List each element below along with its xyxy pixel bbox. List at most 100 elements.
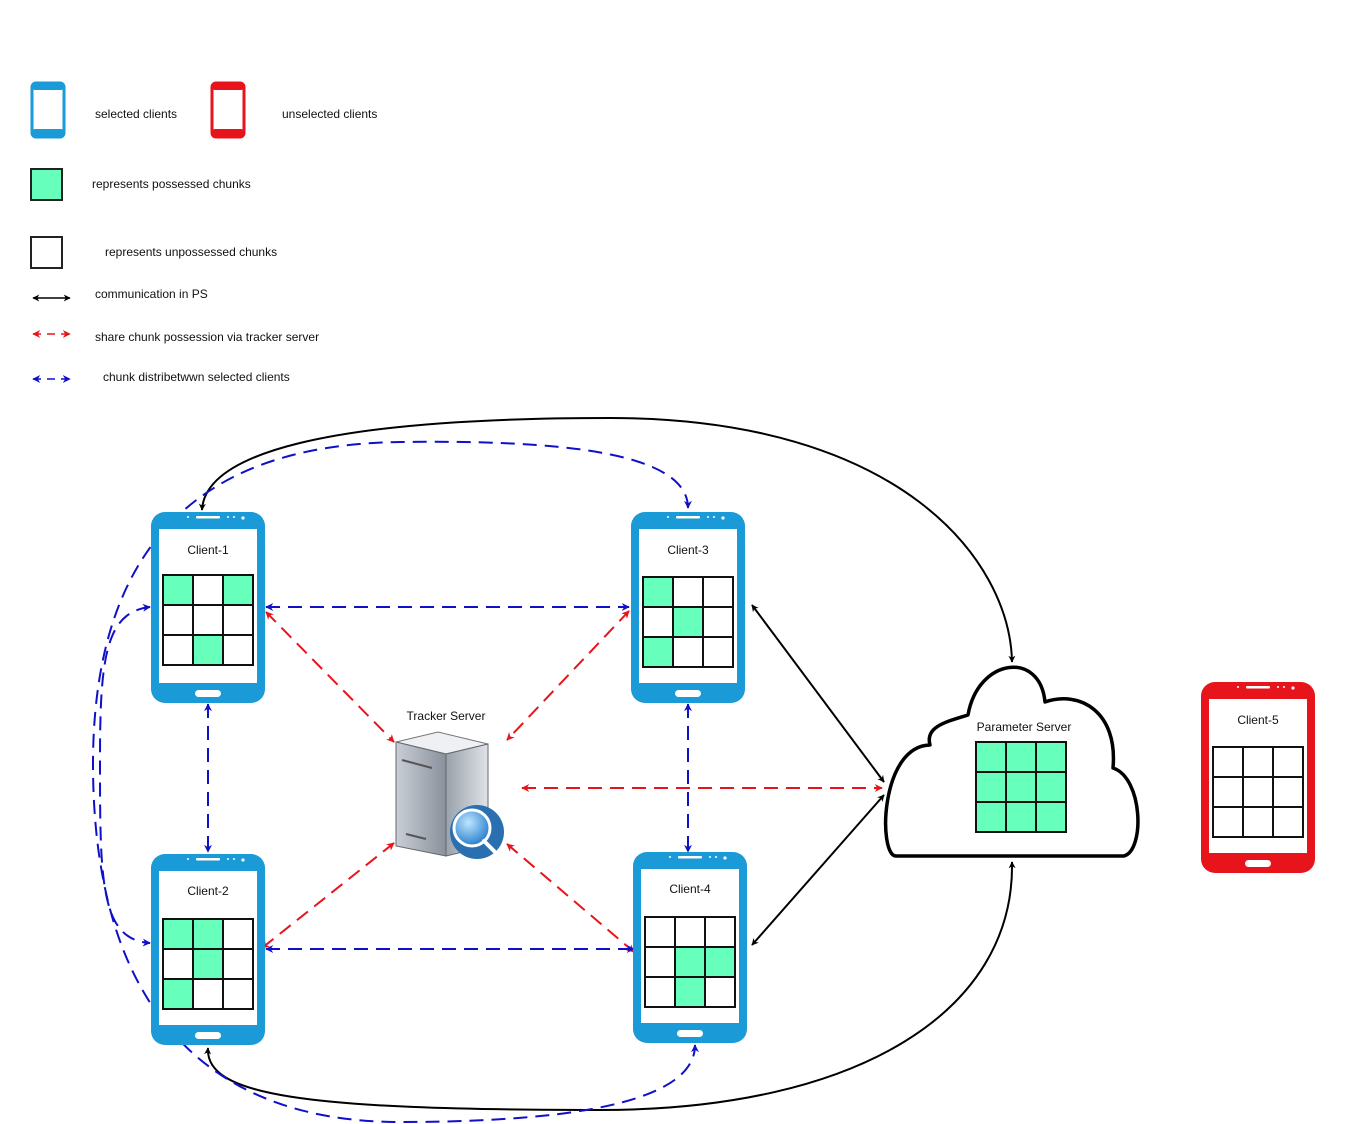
ps-link-client-2 — [204, 861, 1016, 1112]
chunk-grid — [644, 916, 736, 1008]
chunk-unpossessed — [1212, 806, 1244, 838]
chunk-unpossessed — [704, 916, 736, 948]
chunk-possessed — [1035, 801, 1067, 833]
chunk-unpossessed — [1242, 806, 1274, 838]
client-label: Client-2 — [187, 884, 229, 898]
chunk-unpossessed — [1212, 746, 1244, 778]
chunk-unpossessed — [1272, 776, 1304, 808]
chunk-possessed — [1035, 771, 1067, 803]
legend: selected clients unselected clients repr… — [30, 81, 377, 384]
chunk-unpossessed — [1212, 776, 1244, 808]
chunk-unpossessed — [1242, 746, 1274, 778]
tracker-link-client-1 — [265, 611, 395, 743]
tracker-link-client-2 — [261, 842, 395, 949]
parameter-server-label: Parameter Server — [977, 720, 1072, 734]
chunk-unpossessed — [704, 976, 736, 1008]
chunk-possessed — [674, 946, 706, 978]
chunk-possessed — [162, 918, 194, 950]
chunk-unpossessed — [1242, 776, 1274, 808]
server-search-icon — [395, 731, 504, 859]
chunk-unpossessed — [222, 948, 254, 980]
client-1: Client-1 — [151, 512, 265, 703]
home-button-icon — [1245, 860, 1271, 867]
chunk-possessed — [162, 574, 194, 606]
dist-link-client-1-client-2-outer — [98, 603, 151, 947]
client-4: Client-4 — [633, 852, 747, 1043]
chunk-unpossessed — [702, 606, 734, 638]
tracker-link-client-3 — [506, 610, 630, 741]
chunk-unpossessed — [192, 574, 224, 606]
chunk-possessed — [975, 801, 1007, 833]
chunk-unpossessed — [672, 576, 704, 608]
parameter-server-chunk-grid — [975, 741, 1067, 833]
chunk-unpossessed — [644, 946, 676, 978]
chunk-unpossessed — [702, 576, 734, 608]
chunk-possessed — [162, 978, 194, 1010]
legend-unpossessed-chunk-swatch — [30, 236, 63, 269]
chunk-possessed — [222, 574, 254, 606]
legend-unpossessed-chunks-label: represents unpossessed chunks — [105, 245, 277, 259]
chunk-unpossessed — [222, 918, 254, 950]
chunk-possessed — [1005, 801, 1037, 833]
client-label: Client-4 — [669, 882, 711, 896]
chunk-unpossessed — [672, 636, 704, 668]
client-label: Client-1 — [187, 543, 229, 557]
legend-chunk-distribution-label: chunk distribetwwn selected clients — [103, 370, 290, 384]
tracker-server-label: Tracker Server — [407, 709, 486, 723]
chunk-unpossessed — [162, 634, 194, 666]
ps-link-client-4 — [751, 794, 885, 946]
chunk-unpossessed — [644, 916, 676, 948]
chunk-unpossessed — [644, 976, 676, 1008]
legend-unselected-phone-icon — [210, 81, 246, 139]
home-button-icon — [677, 1030, 703, 1037]
chunk-unpossessed — [162, 604, 194, 636]
home-button-icon — [195, 1032, 221, 1039]
legend-possessed-chunks-label: represents possessed chunks — [92, 177, 251, 191]
chunk-possessed — [1005, 771, 1037, 803]
chunk-unpossessed — [642, 606, 674, 638]
chunk-possessed — [975, 741, 1007, 773]
chunk-possessed — [674, 976, 706, 1008]
chunk-possessed — [642, 576, 674, 608]
legend-possessed-chunk-swatch — [30, 168, 63, 201]
tracker-server: Tracker Server — [395, 709, 504, 859]
chunk-unpossessed — [674, 916, 706, 948]
dist-link-client-3-client-4-outer — [91, 440, 699, 1124]
tracker-link-client-4 — [506, 843, 635, 953]
chunk-grid — [162, 918, 254, 1010]
client-5: Client-5 — [1201, 682, 1315, 873]
chunk-grid — [162, 574, 254, 666]
legend-share-possession-label: share chunk possession via tracker serve… — [95, 330, 319, 344]
client-label: Client-5 — [1237, 713, 1279, 727]
chunk-possessed — [1005, 741, 1037, 773]
chunk-unpossessed — [1272, 806, 1304, 838]
home-button-icon — [195, 690, 221, 697]
chunk-possessed — [704, 946, 736, 978]
client-label: Client-3 — [667, 543, 709, 557]
chunk-possessed — [192, 634, 224, 666]
ps-link-client-3 — [751, 604, 885, 783]
chunk-possessed — [192, 948, 224, 980]
chunk-possessed — [672, 606, 704, 638]
chunk-unpossessed — [222, 978, 254, 1010]
legend-unselected-clients-label: unselected clients — [282, 107, 377, 121]
client-3: Client-3 — [631, 512, 745, 703]
chunk-unpossessed — [162, 948, 194, 980]
legend-ps-communication-label: communication in PS — [95, 287, 208, 301]
chunk-grid — [642, 576, 734, 668]
chunk-unpossessed — [1272, 746, 1304, 778]
legend-selected-phone-icon — [30, 81, 66, 139]
chunk-possessed — [1035, 741, 1067, 773]
parameter-server: Parameter Server — [883, 665, 1140, 858]
connectors — [91, 416, 1016, 1124]
chunk-unpossessed — [222, 634, 254, 666]
legend-selected-clients-label: selected clients — [95, 107, 177, 121]
chunk-unpossessed — [192, 604, 224, 636]
ps-link-client-1 — [198, 416, 1016, 663]
client-2: Client-2 — [151, 854, 265, 1045]
home-button-icon — [675, 690, 701, 697]
chunk-possessed — [642, 636, 674, 668]
chunk-possessed — [975, 771, 1007, 803]
chunk-unpossessed — [222, 604, 254, 636]
